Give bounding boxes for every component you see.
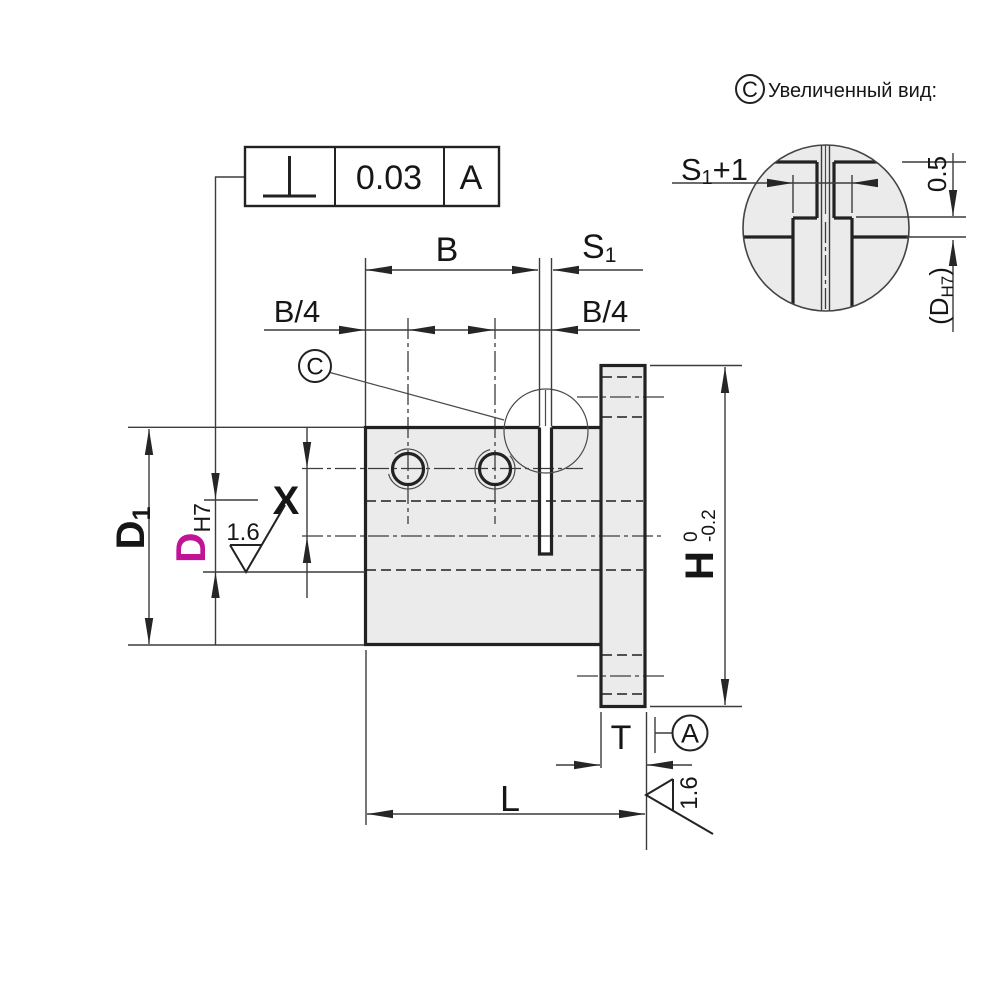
dim-s1 [553,265,643,275]
main-centerlines [302,318,668,695]
datum-letter: A [681,719,699,749]
dim-h [720,367,730,705]
perpendicularity-icon [263,156,316,198]
tolerance-value: 0.03 [356,159,422,197]
datum-a-marker: A [654,714,709,753]
detail-s1plus1-label: S1+1 [681,152,748,189]
dim-d1 [144,429,154,644]
dim-b4-chain [264,325,640,335]
dim-s1-label: S1 [582,228,616,267]
detail-dim-depth [856,153,966,218]
detail-dim-s1plus1 [672,175,878,213]
dim-b4-right-label: B/4 [582,294,629,329]
dim-h-label: H 0 -0.2 [678,509,722,580]
dim-l [367,809,645,819]
dim-l-label: L [500,778,520,819]
svg-text:D1: D1 [109,507,156,550]
dim-t-label: T [611,719,632,757]
roughness-symbol-bore: 1.6 [226,504,286,574]
extension-lines [128,258,742,850]
clamp-slot [537,427,554,556]
roughness-value-bottom: 1.6 [676,776,703,809]
detail-view-c: S1+1 0.5 (DH7) [672,144,966,332]
hole-2 [474,448,516,490]
dim-b [366,265,538,275]
detail-callout-letter: C [742,77,758,102]
tolerance-frame: 0.03 A [243,145,501,208]
dim-b4-left-label: B/4 [274,294,321,329]
dim-t [556,760,692,770]
dim-x-label: X [273,479,300,523]
roughness-value-left: 1.6 [226,519,259,546]
detail-view-title: Увеличенный вид: [768,80,937,102]
section-callout-c: C [298,349,505,421]
dim-dh7-with-leader [211,176,245,645]
dim-x [302,427,312,598]
svg-text:DH7: DH7 [167,503,215,563]
dim-dh7-label: DH7 [167,503,215,563]
hole-1 [387,448,429,490]
svg-text:-0.2: -0.2 [699,509,720,542]
detail-view-header: C Увеличенный вид: [735,74,937,104]
dim-d1-label: D1 [109,507,156,550]
tolerance-datum-letter: A [460,159,483,197]
svg-text:0: 0 [681,531,702,542]
section-callout-letter: C [306,354,323,381]
detail-depth-label: 0.5 [922,156,952,192]
detail-dim-bore-ref [906,236,966,332]
main-body-outline [363,363,647,709]
detail-boundary-circle [503,388,589,474]
svg-text:H: H [678,551,722,580]
detail-bore-label: (DH7) [924,267,957,325]
roughness-symbol-face: 1.6 [644,776,714,835]
dim-b-label: B [436,231,459,269]
